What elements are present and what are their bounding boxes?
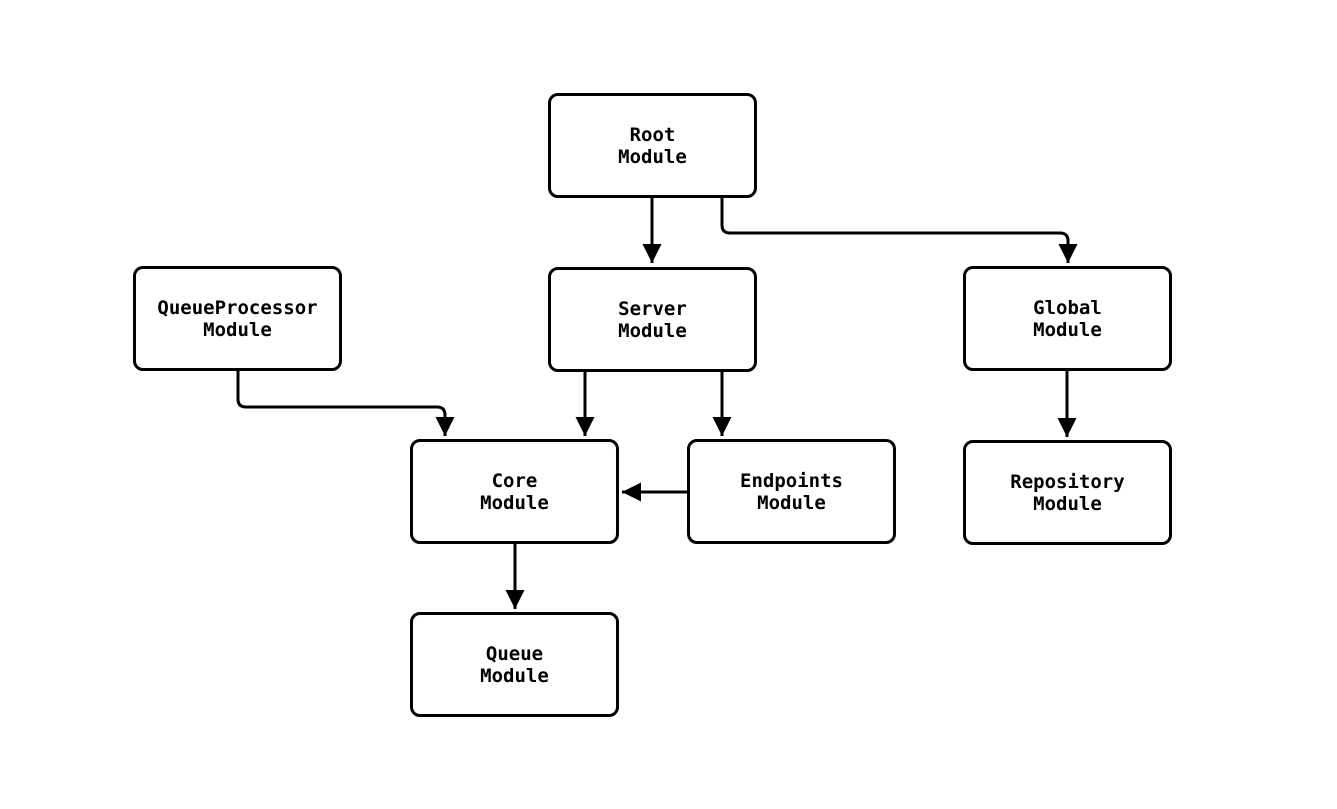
- node-core-module: Core Module: [410, 439, 619, 544]
- node-global-module-label-line1: Global: [1033, 296, 1102, 319]
- node-global-module: Global Module: [963, 266, 1172, 371]
- node-repository-module: Repository Module: [963, 440, 1172, 545]
- node-root-module-label-line2: Module: [618, 145, 687, 168]
- node-core-module-label-line1: Core: [491, 469, 538, 492]
- node-endpoints-module: Endpoints Module: [687, 439, 896, 544]
- node-repository-module-label-line2: Module: [1033, 492, 1102, 515]
- node-repository-module-label-line1: Repository: [1010, 470, 1125, 493]
- node-server-module-label-line1: Server: [618, 297, 687, 320]
- node-endpoints-module-label-line2: Module: [757, 491, 826, 514]
- node-queue-module: Queue Module: [410, 612, 619, 717]
- node-queueprocessor-module-label-line2: Module: [203, 318, 272, 341]
- node-queueprocessor-module-label-line1: QueueProcessor: [157, 296, 318, 319]
- node-core-module-label-line2: Module: [480, 491, 549, 514]
- node-queueprocessor-module: QueueProcessor Module: [133, 266, 342, 371]
- edge-queueprocessor-to-core: [236, 371, 455, 436]
- edge-root-to-global: [720, 198, 1078, 263]
- node-queue-module-label-line1: Queue: [485, 642, 544, 665]
- node-global-module-label-line2: Module: [1033, 318, 1102, 341]
- node-server-module-label-line2: Module: [618, 319, 687, 342]
- node-endpoints-module-label-line1: Endpoints: [740, 469, 843, 492]
- node-server-module: Server Module: [548, 267, 757, 372]
- node-root-module-label-line1: Root: [629, 123, 676, 146]
- node-queue-module-label-line2: Module: [480, 664, 549, 687]
- node-root-module: Root Module: [548, 93, 757, 198]
